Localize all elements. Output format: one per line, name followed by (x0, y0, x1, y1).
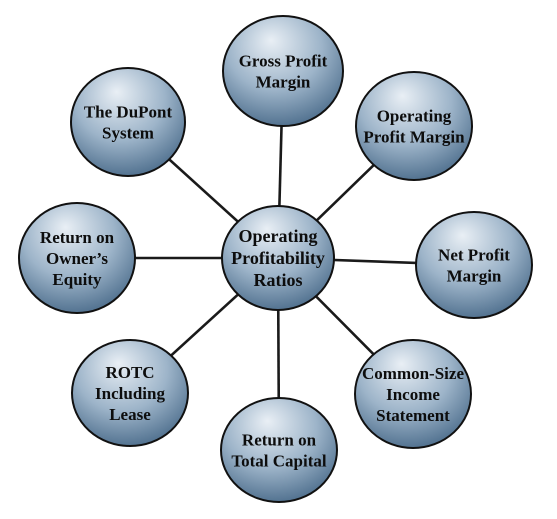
node-dupont-system-label-line: System (102, 124, 154, 143)
hub-label-line: Profitability (231, 248, 325, 268)
node-return-on-total-capital-circle (220, 397, 338, 503)
hub-label-line: Ratios (254, 270, 303, 290)
node-net-profit-margin-label-line: Margin (447, 267, 502, 286)
node-return-on-owners-equity-label-line: Equity (52, 270, 102, 289)
node-rotc-including-lease-label-line: Lease (109, 405, 151, 424)
node-return-on-owners-equity-label-line: Owner’s (46, 249, 108, 268)
node-return-on-owners-equity-circle (18, 202, 136, 314)
node-gross-profit-margin-label-line: Margin (256, 73, 311, 92)
node-common-size-income-statement-label-line: Common-Size (362, 364, 464, 383)
node-gross-profit-margin-circle (222, 15, 344, 127)
node-dupont-system-label-line: The DuPont (84, 103, 173, 122)
node-return-on-total-capital: Return on Total Capital (220, 397, 338, 503)
node-rotc-including-lease-label-line: Including (95, 384, 165, 403)
node-common-size-income-statement-circle (354, 339, 472, 449)
hub-label-line: Operating (239, 226, 318, 246)
node-operating-profit-margin-label-line: Profit Margin (363, 128, 465, 147)
node-net-profit-margin-label-line: Net Profit (438, 246, 510, 265)
node-dupont-system-circle (70, 67, 186, 177)
node-return-on-total-capital-label-line: Return on (242, 431, 317, 450)
hub-circle (221, 205, 335, 311)
node-gross-profit-margin-label-line: Gross Profit (239, 52, 328, 71)
node-return-on-total-capital-label-line: Total Capital (231, 452, 327, 471)
node-operating-profit-margin-circle (355, 71, 473, 181)
node-return-on-owners-equity-label-line: Return on (40, 228, 115, 247)
node-operating-profit-margin-label-line: Operating (377, 107, 452, 126)
node-rotc-including-lease-label-line: ROTC (105, 363, 154, 382)
node-common-size-income-statement-label-line: Income (386, 385, 440, 404)
node-rotc-including-lease-circle (71, 339, 189, 447)
node-common-size-income-statement-label-line: Statement (376, 406, 450, 425)
node-net-profit-margin-circle (415, 211, 533, 319)
